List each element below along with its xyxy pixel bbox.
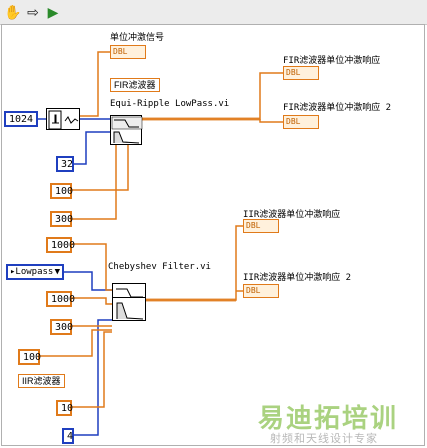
iir-impulse-label-2: IIR滤波器单位冲激响应 2 bbox=[243, 273, 352, 283]
constant-10[interactable]: 10 bbox=[56, 400, 73, 416]
dropdown-icon[interactable]: ▼ bbox=[54, 267, 60, 277]
dbl-tag: DBL bbox=[246, 221, 261, 230]
enum-value: Lowpass bbox=[15, 267, 54, 277]
chebyshev-vi-label: Chebyshev Filter.vi bbox=[108, 262, 211, 272]
equiripple-lowpass-vi[interactable] bbox=[110, 115, 143, 145]
iir-impulse-label-1: IIR滤波器单位冲激响应 bbox=[243, 210, 341, 220]
dbl-tag: DBL bbox=[286, 68, 301, 77]
fir-impulse-label-2: FIR滤波器单位冲激响应 2 bbox=[283, 103, 392, 113]
constant-1000-bottom[interactable]: 1000 bbox=[46, 291, 75, 307]
constant-1000-top[interactable]: 1000 bbox=[46, 237, 75, 253]
run-arrow-icon[interactable]: ▶ bbox=[47, 3, 59, 20]
fir-impulse-indicator-2[interactable]: DBL bbox=[283, 115, 319, 129]
constant-100-top[interactable]: 100 bbox=[50, 183, 73, 199]
constant-100-bottom[interactable]: 100 bbox=[18, 349, 41, 365]
dbl-tag: DBL bbox=[246, 286, 261, 295]
constant-300-top[interactable]: 300 bbox=[50, 211, 73, 227]
enum-arrows-icon: ▸ bbox=[10, 267, 16, 277]
impulse-pattern-node[interactable] bbox=[46, 108, 80, 130]
constant-300-bottom[interactable]: 300 bbox=[50, 319, 73, 335]
fir-filter-string[interactable]: FIR滤波器 bbox=[110, 78, 160, 92]
dbl-tag: DBL bbox=[113, 47, 128, 56]
watermark-subtitle: 射频和天线设计专家 bbox=[270, 433, 378, 445]
fir-impulse-indicator-1[interactable]: DBL bbox=[283, 66, 319, 80]
iir-impulse-indicator-2[interactable]: DBL bbox=[243, 284, 279, 298]
block-diagram bbox=[1, 24, 425, 446]
impulse-signal-label: 单位冲激信号 bbox=[110, 33, 165, 43]
constant-4[interactable]: 4 bbox=[62, 428, 74, 444]
arrow-right-icon[interactable]: ⇨ bbox=[27, 3, 39, 20]
watermark-logo: 易迪拓培训 bbox=[258, 403, 399, 433]
chebyshev-filter-vi[interactable] bbox=[112, 297, 146, 321]
iir-filter-string[interactable]: IIR滤波器 bbox=[18, 374, 65, 388]
impulse-icon bbox=[48, 110, 79, 130]
impulse-signal-indicator[interactable]: DBL bbox=[110, 45, 146, 59]
fir-impulse-label-1: FIR滤波器单位冲激响应 bbox=[283, 56, 381, 66]
hand-icon[interactable]: ✋ bbox=[4, 3, 22, 20]
chebyshev-filter-icon bbox=[116, 302, 144, 320]
filter-type-enum[interactable]: ▸Lowpass ▼ bbox=[6, 264, 64, 280]
order-constant[interactable]: 32 bbox=[56, 156, 74, 172]
iir-impulse-indicator-1[interactable]: DBL bbox=[243, 219, 279, 233]
lowpass-filter-icon bbox=[111, 116, 143, 144]
equiripple-vi-label: Equi-Ripple LowPass.vi bbox=[110, 99, 230, 109]
length-constant[interactable]: 1024 bbox=[4, 111, 38, 127]
dbl-tag: DBL bbox=[286, 117, 301, 126]
